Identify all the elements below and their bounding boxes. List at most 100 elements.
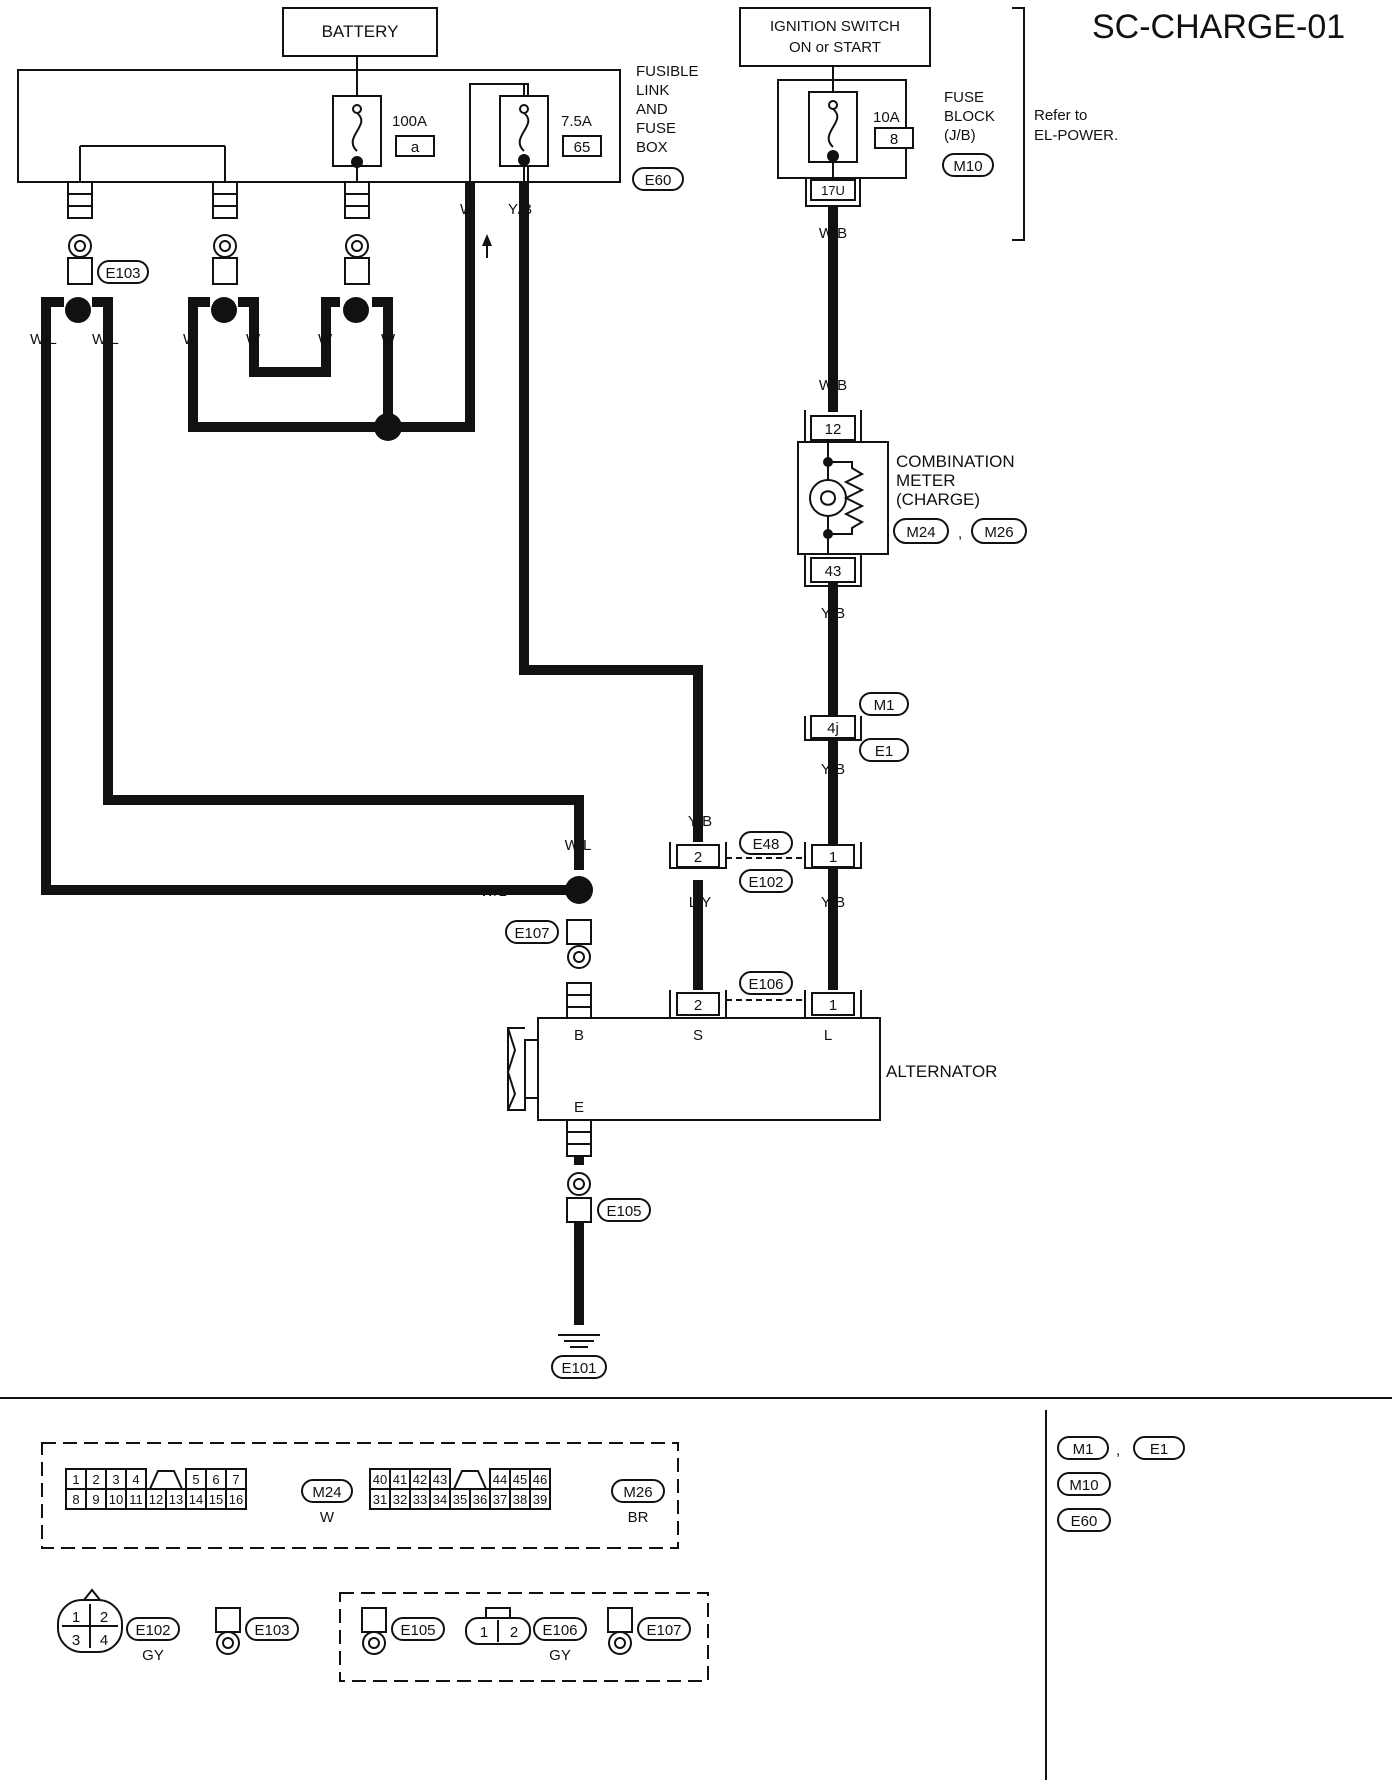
alternator-label: ALTERNATOR (886, 1062, 997, 1081)
fuse-box-label: FUSIBLE LINK AND FUSE BOX (636, 63, 699, 156)
svg-text:4: 4 (100, 1632, 108, 1649)
legend-e102-color: GY (142, 1647, 164, 1664)
pin-label: 42 (413, 1472, 427, 1487)
pin-label: 39 (533, 1492, 547, 1507)
svg-text:,: , (958, 525, 962, 542)
pin-label: 5 (192, 1472, 199, 1487)
pulley-icon (506, 1027, 538, 1111)
fuse-10a-id: 8 (890, 131, 898, 148)
fuse-block-label: FUSE BLOCK (J/B) (944, 89, 995, 144)
svg-text:1: 1 (72, 1609, 80, 1626)
connector-e106-face: 1 2 (465, 1607, 531, 1645)
wire-label-yb-4: Y/B (688, 813, 712, 830)
legend-e103-id: E103 (254, 1622, 289, 1639)
fuse-10a-rating: 10A (873, 109, 900, 126)
pin-label: 31 (373, 1492, 387, 1507)
ignition-switch-label-1: IGNITION SWITCH (770, 18, 900, 35)
wire-label-b: B (574, 1239, 584, 1256)
wire-label-yb-3: Y/B (821, 761, 845, 778)
pin-label: 38 (513, 1492, 527, 1507)
alt-terminal-l: L (824, 1027, 832, 1044)
fuse-box-output-connectors (67, 181, 370, 219)
pin-label: 37 (493, 1492, 507, 1507)
svg-text:2: 2 (100, 1609, 108, 1626)
svg-text:1: 1 (480, 1624, 488, 1641)
legend-e106-color: GY (549, 1647, 571, 1664)
pin-label: 34 (433, 1492, 447, 1507)
fuse-block-connector: M10 (953, 158, 982, 175)
harness-connector-e48: E48 (753, 836, 780, 853)
svg-text:(J/B): (J/B) (944, 127, 976, 144)
wires (41, 182, 838, 1325)
side-ref-e60: E60 (1071, 1513, 1098, 1530)
pin-label: 2 (92, 1472, 99, 1487)
svg-text:COMBINATION: COMBINATION (896, 452, 1015, 471)
wire-label-wl-3: W/L (565, 837, 592, 854)
meter-connector-m26: M26 (984, 524, 1013, 541)
fuse-7-5a-rating: 7.5A (561, 113, 592, 130)
svg-text:3: 3 (72, 1632, 80, 1649)
legend-m24-id: M24 (312, 1484, 341, 1501)
svg-text:2: 2 (510, 1624, 518, 1641)
joint-connector-e1: E1 (875, 743, 893, 760)
pin-label: 14 (189, 1492, 203, 1507)
pin-label: 43 (433, 1472, 447, 1487)
pin-label: 44 (493, 1472, 507, 1487)
pin-label: 10 (109, 1492, 123, 1507)
wire-label-yb-5: Y/B (821, 894, 845, 911)
svg-text:(CHARGE): (CHARGE) (896, 490, 980, 509)
wire-label-w-1: W (183, 331, 198, 348)
svg-text:FUSE: FUSE (636, 120, 676, 137)
ignition-switch (739, 7, 931, 67)
wire-label-w-3: W (318, 331, 333, 348)
wire-label-wl-2: W/L (92, 331, 119, 348)
fuse-7-5a-id: 65 (574, 139, 591, 156)
battery-label: BATTERY (322, 22, 399, 41)
pin-label: 11 (129, 1492, 143, 1507)
wire-label-ly: L/Y (689, 894, 712, 911)
side-ref-e1: E1 (1150, 1441, 1168, 1458)
meter-terminal-12: 12 (825, 421, 842, 438)
pin-label: 1 (72, 1472, 79, 1487)
ground-e101: E101 (561, 1360, 596, 1377)
pin-label: 41 (393, 1472, 407, 1487)
fuse-100a-rating: 100A (392, 113, 427, 130)
wire-label-wb-2: W/B (819, 377, 847, 394)
alt-pin-2: 2 (694, 997, 702, 1014)
legend-m26-color: BR (628, 1509, 649, 1526)
harness-connector-e102: E102 (748, 874, 783, 891)
pin-label: 8 (72, 1492, 79, 1507)
pin-label: 13 (169, 1492, 183, 1507)
connector-e102-face: 1 2 3 4 (57, 1588, 123, 1653)
alt-terminal-s: S (693, 1027, 703, 1044)
wire-label-w-5: W (460, 201, 475, 218)
legend-e107-id: E107 (646, 1622, 681, 1639)
svg-text:,: , (1116, 1442, 1120, 1459)
fuse-block-terminal: 17U (821, 183, 845, 198)
svg-text:LINK: LINK (636, 82, 669, 99)
pin-label: 45 (513, 1472, 527, 1487)
pin-label: 46 (533, 1472, 547, 1487)
pin-label: 15 (209, 1492, 223, 1507)
fuse-box-connector: E60 (645, 172, 672, 189)
meter-connector-m24: M24 (906, 524, 935, 541)
pin-label: 9 (92, 1492, 99, 1507)
pin-label: 33 (413, 1492, 427, 1507)
refer-label-1: Refer to (1034, 107, 1087, 124)
ignition-switch-label-2: ON or START (789, 39, 881, 56)
refer-label-2: EL-POWER. (1034, 127, 1118, 144)
pin-label: 4 (132, 1472, 139, 1487)
wire-label-wl-4: W/L (480, 883, 507, 900)
pin-label: 32 (393, 1492, 407, 1507)
direction-arrow (482, 234, 492, 246)
legend-e102-id: E102 (135, 1622, 170, 1639)
e107-connector-label: E107 (514, 925, 549, 942)
legend-m26-id: M26 (623, 1484, 652, 1501)
alt-connector-e106: E106 (748, 976, 783, 993)
diagram-title: SC-CHARGE-01 (1092, 8, 1345, 46)
pin-label: 36 (473, 1492, 487, 1507)
pin-label: 40 (373, 1472, 387, 1487)
